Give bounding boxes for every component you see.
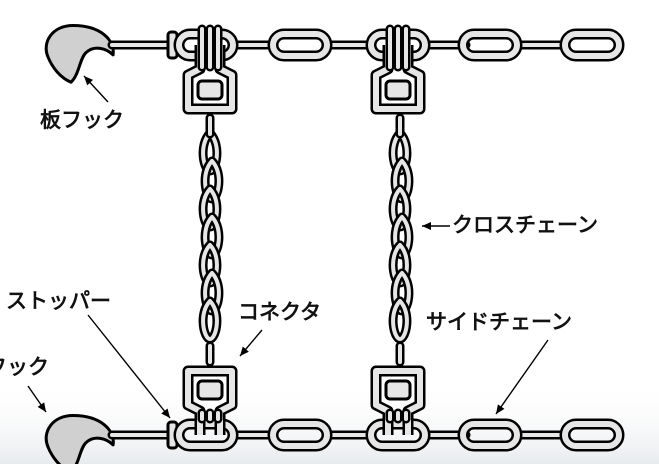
plate-hook-label: 板フック	[40, 108, 124, 132]
hook-top	[44, 24, 115, 84]
cross-link-left-6-fill	[201, 299, 219, 341]
hook-bottom	[44, 414, 115, 464]
hook-label: フック	[0, 355, 49, 379]
side-oval-link-bottom-0-fill	[270, 421, 330, 449]
connector-top-right-plate	[384, 79, 412, 101]
connector-bottom-right-fill	[373, 368, 423, 435]
arrow-side-chain	[495, 339, 549, 415]
side-oval-link-top-2-fill	[460, 31, 520, 59]
arrow-connector-head	[240, 346, 249, 356]
side-oval-link-top-0-fill	[270, 31, 330, 59]
arrow-hook-head	[37, 402, 46, 412]
side-oval-link-bottom-3-fill	[562, 421, 622, 449]
arrow-side-chain-head	[496, 404, 505, 414]
side-oval-link-bottom-start-fill	[176, 421, 236, 449]
connector-bottom-left-fill	[185, 368, 235, 435]
side-oval-link-bottom-2-fill	[460, 421, 520, 449]
arrow-stopper	[87, 314, 171, 419]
cross-chain-label: クロスチェーン	[452, 213, 598, 237]
stopper-label: ストッパー	[6, 289, 111, 313]
cross-link-right-6-fill	[391, 299, 409, 341]
arrow-stopper-head	[161, 408, 170, 418]
arrow-plate-hook-head	[84, 76, 94, 86]
connector-top-left-plate	[196, 79, 224, 101]
arrow-cross-chain-head	[422, 222, 431, 230]
side-oval-link-bottom-1-fill	[368, 421, 428, 449]
connector-bottom-right-plate	[384, 379, 412, 401]
ground-shadow	[0, 380, 659, 464]
side-oval-link-top-3-fill	[562, 31, 622, 59]
connector-top-left-fill	[185, 45, 235, 112]
connector-bottom-left-plate	[196, 379, 224, 401]
connector-top-right-fill	[373, 45, 423, 112]
side-chain-label: サイドチェーン	[426, 310, 572, 334]
connector-label: コネクタ	[238, 300, 322, 324]
